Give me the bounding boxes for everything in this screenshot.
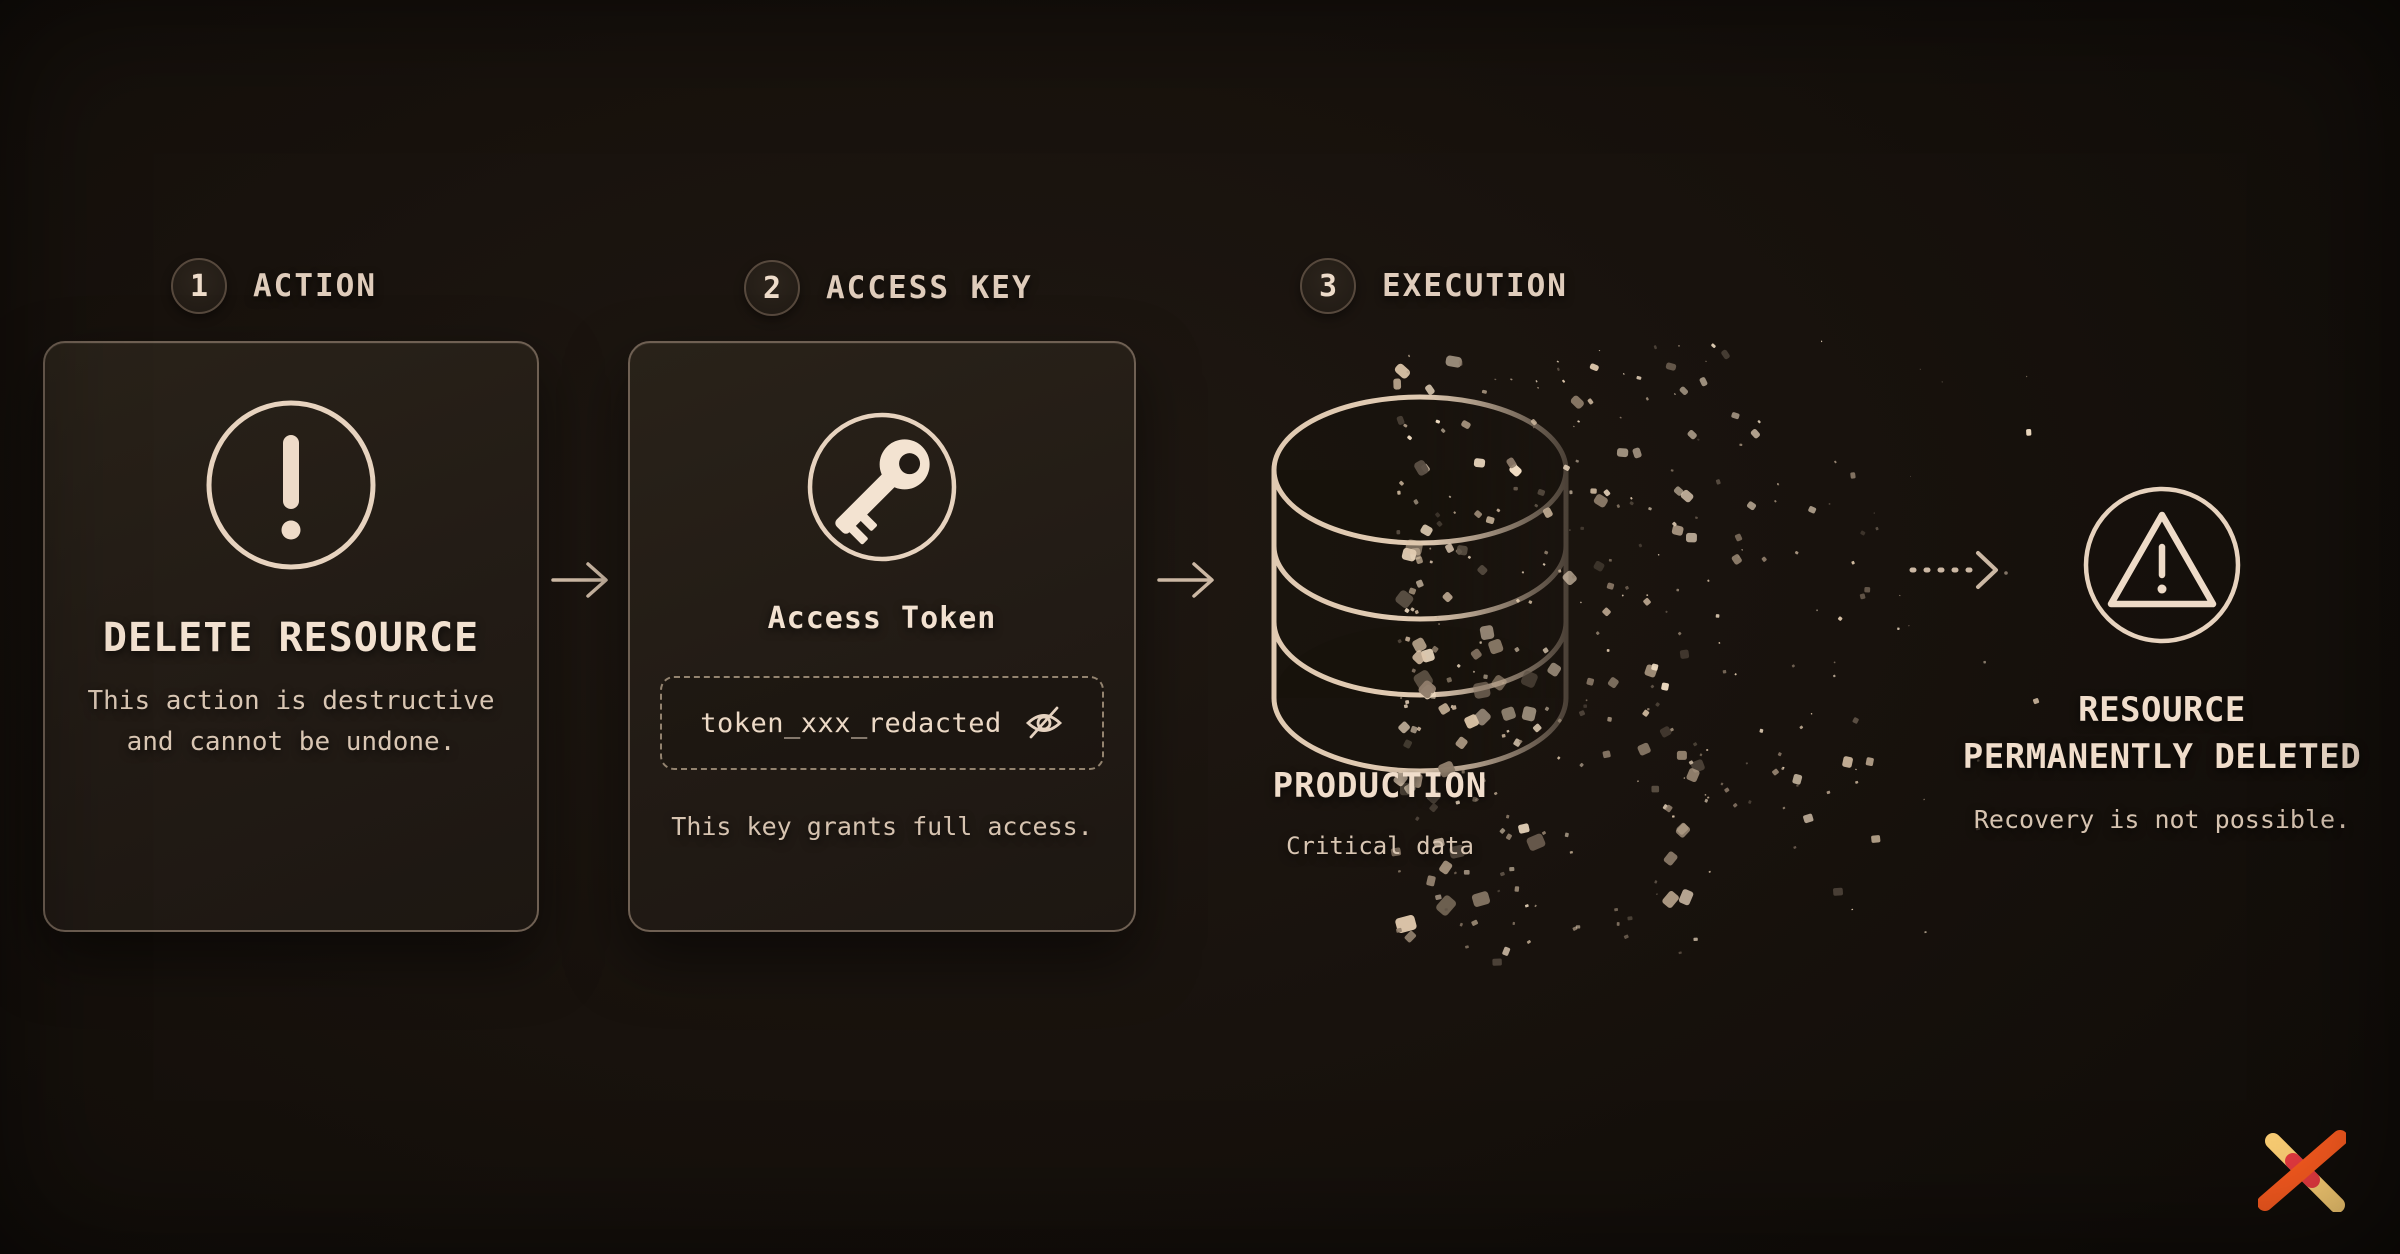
access-key-card: Access Token token_xxx_redacted This key… xyxy=(628,341,1136,932)
step-2-number: 2 xyxy=(762,270,782,306)
action-card-title: DELETE RESOURCE xyxy=(102,615,480,661)
step-2-label: ACCESS KEY xyxy=(826,270,1033,306)
step-1-number: 1 xyxy=(189,268,209,304)
action-card: DELETE RESOURCE This action is destructi… xyxy=(43,341,539,932)
flow-arrow-dashed xyxy=(1909,551,2008,589)
token-value: token_xxx_redacted xyxy=(700,707,1002,739)
key-icon xyxy=(807,412,957,562)
action-card-description-line1: This action is destructive xyxy=(87,686,495,716)
brand-x-logo xyxy=(2258,1130,2346,1212)
flow-arrow-2 xyxy=(1157,562,1214,598)
production-block: PRODUCTION Critical data xyxy=(1240,766,1520,860)
result-caption: Recovery is not possible. xyxy=(1973,805,2351,834)
production-sublabel: Critical data xyxy=(1286,832,1474,860)
step-3-badge: 3 xyxy=(1300,258,1356,314)
exclamation-circle-icon xyxy=(206,400,376,570)
step-1-header: 1 ACTION xyxy=(171,258,377,314)
production-label: PRODUCTION xyxy=(1272,766,1488,806)
token-field: token_xxx_redacted xyxy=(660,676,1104,770)
access-token-title: Access Token xyxy=(767,601,997,636)
database-icon xyxy=(1271,394,1569,774)
access-key-caption: This key grants full access. xyxy=(671,812,1093,841)
eye-off-icon[interactable] xyxy=(1024,703,1064,743)
result-title-line1: RESOURCE xyxy=(2078,690,2246,730)
action-card-description: This action is destructive and cannot be… xyxy=(88,681,495,763)
action-card-description-line2: and cannot be undone. xyxy=(126,727,456,757)
flow-arrow-1 xyxy=(551,562,608,598)
step-3-header: 3 EXECUTION xyxy=(1300,258,1568,314)
step-1-badge: 1 xyxy=(171,258,227,314)
step-3-number: 3 xyxy=(1318,268,1338,304)
warning-triangle-icon xyxy=(2083,486,2241,644)
step-2-header: 2 ACCESS KEY xyxy=(744,260,1033,316)
step-2-badge: 2 xyxy=(744,260,800,316)
result-block: RESOURCE PERMANENTLY DELETED Recovery is… xyxy=(1962,483,2362,834)
step-1-label: ACTION xyxy=(253,268,377,304)
step-3-label: EXECUTION xyxy=(1382,268,1568,304)
result-title-line2: PERMANENTLY DELETED xyxy=(1962,737,2362,777)
result-title: RESOURCE PERMANENTLY DELETED xyxy=(1963,687,2361,781)
particle-dissolve xyxy=(1390,340,2040,966)
